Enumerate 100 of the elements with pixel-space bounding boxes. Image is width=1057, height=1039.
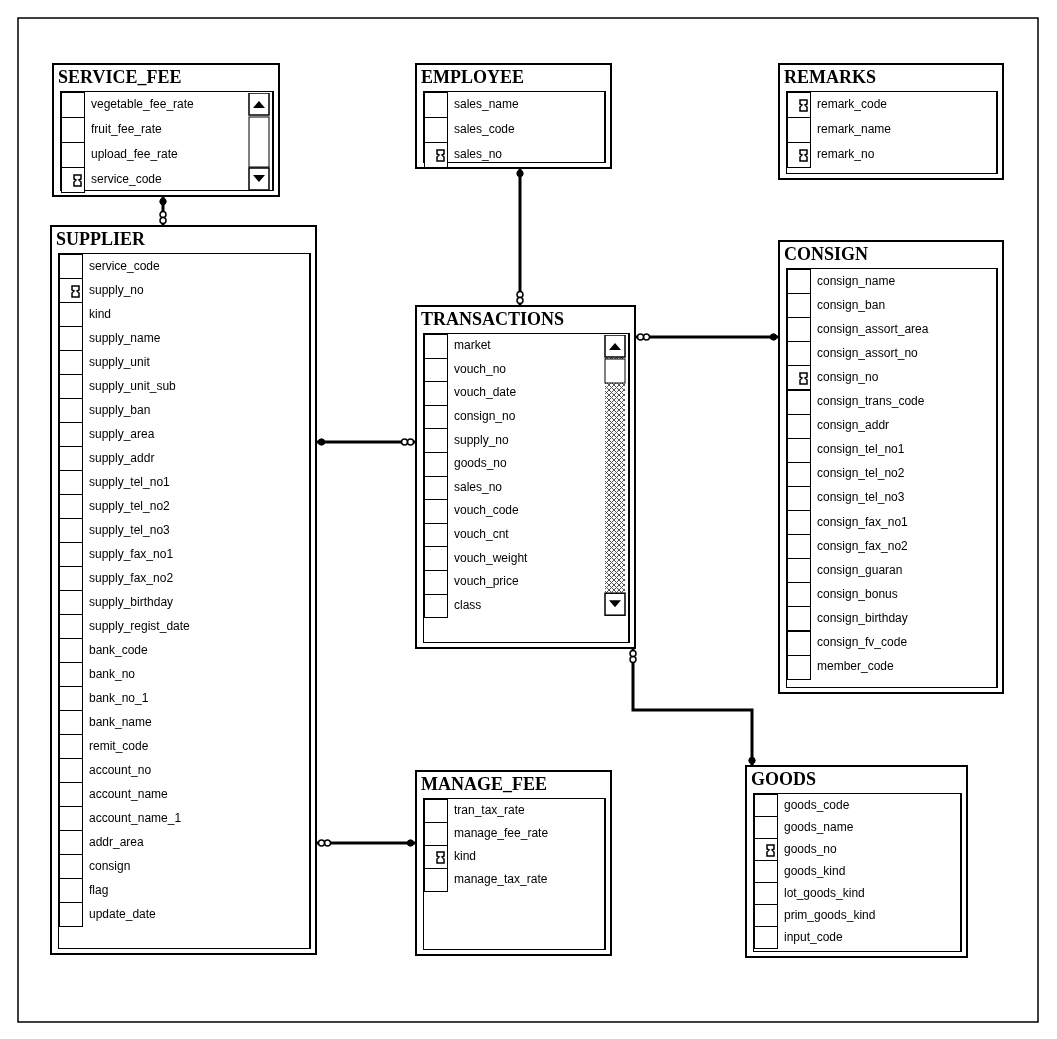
field-name: lot_goods_kind [784, 885, 865, 901]
field-name: supply_fax_no1 [89, 546, 174, 562]
field-name: supply_addr [89, 450, 155, 466]
field-name: goods_code [784, 797, 850, 813]
field-name: goods_kind [784, 863, 846, 879]
table-title: MANAGE_FEE [421, 773, 547, 795]
field-name: flag [89, 882, 109, 898]
field-name: consign_ban [817, 297, 886, 313]
field-name: bank_no_1 [89, 690, 149, 706]
field-name: market [454, 338, 491, 354]
table-box [778, 63, 1004, 180]
field-name: goods_no [784, 841, 837, 857]
field-name: sales_name [454, 97, 519, 112]
field-name: vegetable_fee_rate [91, 97, 194, 112]
field-name: consign_assort_no [817, 345, 918, 361]
field-name: sales_code [454, 122, 515, 137]
field-name: supply_name [89, 330, 161, 346]
field-name: consign_addr [817, 418, 890, 434]
table-title: GOODS [751, 768, 816, 790]
field-name: remark_name [817, 122, 892, 137]
relationship-line [317, 839, 415, 847]
field-name: account_no [89, 762, 152, 778]
table-title: REMARKS [784, 66, 876, 88]
field-name: consign_tel_no2 [817, 466, 905, 482]
field-name: supply_fax_no2 [89, 570, 174, 586]
field-name: update_date [89, 906, 156, 922]
field-name: service_code [91, 172, 162, 187]
field-name: remark_code [817, 97, 888, 112]
field-name: bank_name [89, 714, 152, 730]
field-name: vouch_weight [454, 550, 528, 566]
field-name: consign_fax_no1 [817, 514, 908, 530]
field-name: vouch_date [454, 385, 517, 401]
field-name: supply_birthday [89, 594, 174, 610]
field-name: tran_tax_rate [454, 803, 525, 818]
field-name: consign_bonus [817, 586, 898, 602]
field-name: kind [89, 306, 111, 322]
field-name: manage_fee_rate [454, 826, 549, 841]
field-name: supply_no [89, 282, 144, 298]
field-name: sales_no [454, 479, 503, 495]
relationship-line [516, 169, 524, 305]
field-name: service_code [89, 258, 160, 274]
table-box [415, 770, 612, 956]
table-box [778, 240, 1004, 694]
table-title: SUPPLIER [56, 228, 145, 250]
field-name: remark_no [817, 147, 875, 162]
field-name: kind [454, 849, 476, 864]
table-title: TRANSACTIONS [421, 308, 565, 330]
table-box [415, 305, 636, 649]
table-title: EMPLOYEE [421, 66, 524, 88]
field-name: consign_no [817, 369, 879, 385]
field-name: consign_tel_no1 [817, 442, 905, 458]
field-name: sales_no [454, 147, 503, 162]
relationship-line [317, 438, 415, 446]
table-title: SERVICE_FEE [58, 66, 182, 88]
field-name: consign_assort_area [817, 321, 929, 337]
field-name: consign_fax_no2 [817, 538, 908, 554]
field-name: supply_tel_no3 [89, 522, 170, 538]
field-name: consign_trans_code [817, 394, 925, 410]
field-name: class [454, 597, 482, 613]
field-name: member_code [817, 659, 894, 675]
field-name: bank_no [89, 666, 136, 682]
field-name: upload_fee_rate [91, 147, 178, 162]
field-name: supply_regist_date [89, 618, 190, 634]
field-name: vouch_price [454, 574, 519, 590]
field-name: remit_code [89, 738, 149, 754]
field-name: consign_no [454, 409, 516, 425]
field-name: supply_ban [89, 402, 151, 418]
field-name: prim_goods_kind [784, 907, 876, 923]
field-name: manage_tax_rate [454, 872, 548, 887]
relationship-line [636, 333, 778, 341]
table-box [50, 225, 317, 955]
relationship-line [159, 197, 167, 225]
field-name: goods_name [784, 819, 854, 835]
table-box [745, 765, 968, 958]
field-name: consign_tel_no3 [817, 490, 905, 506]
field-name: supply_area [89, 426, 155, 442]
field-name: supply_tel_no1 [89, 474, 170, 490]
table-box [415, 63, 612, 169]
field-name: supply_no [454, 432, 509, 448]
field-name: vouch_code [454, 503, 519, 519]
field-name: consign_fv_code [817, 635, 908, 651]
field-name: addr_area [89, 834, 144, 850]
field-name: input_code [784, 929, 843, 945]
field-name: consign [89, 858, 131, 874]
table-title: CONSIGN [784, 243, 868, 265]
field-name: consign_guaran [817, 562, 903, 578]
field-name: supply_tel_no2 [89, 498, 170, 514]
field-name: account_name_1 [89, 810, 182, 826]
field-name: supply_unit_sub [89, 378, 176, 394]
relationship-line [629, 649, 756, 765]
field-name: account_name [89, 786, 168, 802]
field-name: vouch_no [454, 361, 507, 377]
field-name: consign_name [817, 273, 896, 289]
field-name: supply_unit [89, 354, 150, 370]
field-name: vouch_cnt [454, 527, 509, 543]
field-name: bank_code [89, 642, 148, 658]
field-name: goods_no [454, 456, 507, 472]
field-name: fruit_fee_rate [91, 122, 162, 137]
field-name: consign_birthday [817, 610, 908, 626]
table-box [52, 63, 280, 197]
